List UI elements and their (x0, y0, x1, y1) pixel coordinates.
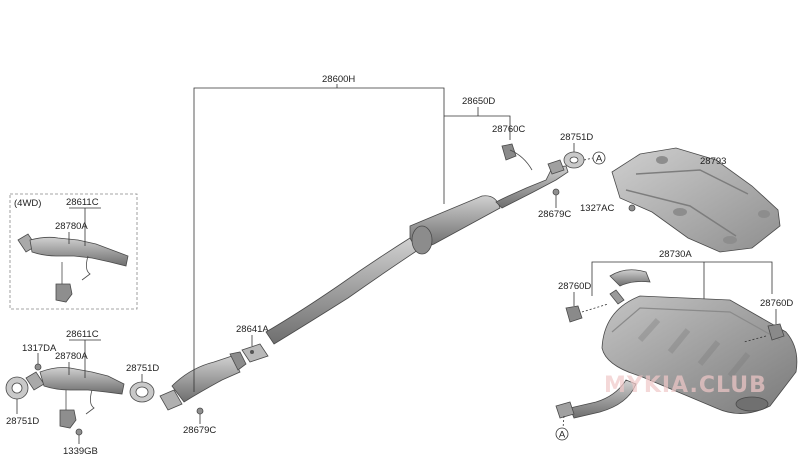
label-hanger-center: 28760C (492, 124, 525, 135)
heat-protector (611, 147, 781, 253)
rear-gasket (563, 151, 585, 169)
center-pipe (265, 159, 569, 345)
muffler-inlet-pipe (555, 379, 637, 419)
label-hanger-rear-right: 28760D (760, 298, 793, 309)
label-muffler: 28730A (659, 249, 692, 260)
reference-marker-top: A (592, 151, 606, 165)
variant-4wd-box (9, 193, 138, 310)
reference-marker-bottom: A (555, 427, 569, 441)
label-catalytic: 28611C (66, 329, 99, 340)
svg-text:A: A (559, 430, 566, 441)
label-bolt-protector: 1327AC (580, 203, 614, 214)
bolt-lower-icon (196, 407, 204, 415)
front-gasket-mid (129, 381, 155, 403)
label-nut-lower: 1339GB (63, 446, 98, 457)
label-heat-protector: 28793 (700, 156, 726, 167)
nut-lower-icon (75, 428, 83, 436)
label-clamp: 28641A (236, 324, 269, 335)
hanger-rear-right (767, 323, 785, 341)
hanger-center (501, 143, 533, 171)
label-bolt-front: 1317DA (22, 343, 57, 354)
catalytic-converter-4wd (17, 233, 129, 303)
label-bolt-lower: 28679C (183, 425, 216, 436)
front-catalytic-flange (159, 351, 247, 411)
bolt-center-icon (552, 188, 560, 196)
label-center-pipe: 28650D (462, 96, 495, 107)
label-flex-4wd: 28780A (55, 221, 88, 232)
muffler (601, 269, 798, 414)
watermark: MYKIA.CLUB (604, 373, 767, 398)
svg-text:A: A (596, 154, 603, 165)
label-gasket-bolt-center: 28679C (538, 209, 571, 220)
catalytic-converter (25, 367, 125, 429)
label-assembly: 28600H (322, 74, 355, 85)
front-gasket-left (5, 376, 29, 400)
variant-4wd-label: (4WD) (14, 198, 41, 209)
bolt-front-icon (34, 363, 42, 371)
label-catalytic-4wd: 28611C (66, 197, 99, 208)
clamp (241, 343, 269, 363)
label-gasket-rear: 28751D (560, 132, 593, 143)
bolt-protector-icon (628, 204, 636, 212)
hanger-rear-left (565, 305, 583, 323)
label-gasket-front-mid: 28751D (126, 363, 159, 374)
label-hanger-rear-left: 28760D (558, 281, 591, 292)
label-flex: 28780A (55, 351, 88, 362)
label-gasket-front-left: 28751D (6, 416, 39, 427)
